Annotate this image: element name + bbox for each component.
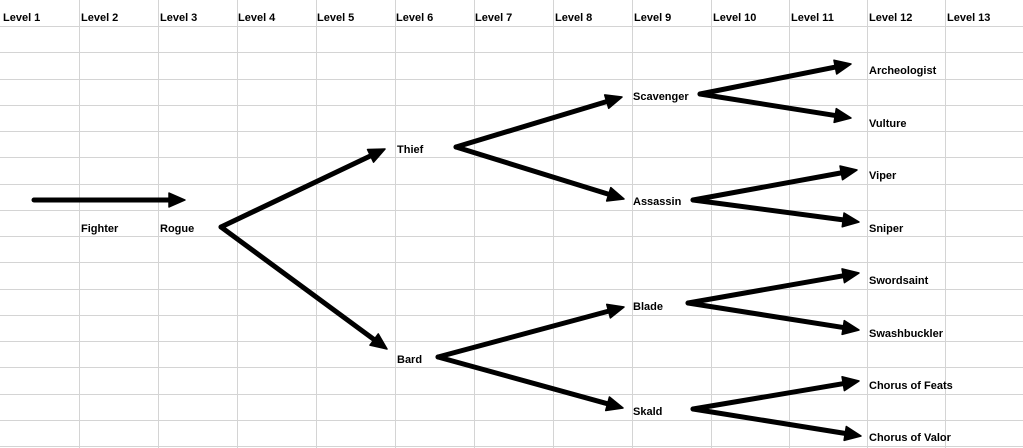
- node-bard: Bard: [397, 354, 423, 366]
- node-chorus-of-valor: Chorus of Valor: [869, 432, 951, 444]
- node-chorus-of-feats: Chorus of Feats: [869, 380, 953, 392]
- node-scavenger: Scavenger: [633, 91, 689, 103]
- node-viper: Viper: [869, 170, 897, 182]
- column-header-level-3: Level 3: [160, 12, 198, 24]
- column-header-level-13: Level 13: [947, 12, 991, 24]
- node-blade: Blade: [633, 301, 663, 313]
- column-header-level-2: Level 2: [81, 12, 119, 24]
- node-swordsaint: Swordsaint: [869, 275, 929, 287]
- node-assassin: Assassin: [633, 196, 682, 208]
- node-thief: Thief: [397, 144, 424, 156]
- column-header-level-7: Level 7: [475, 12, 513, 24]
- column-header-level-10: Level 10: [713, 12, 757, 24]
- column-header-level-11: Level 11: [791, 12, 834, 24]
- node-rogue: Rogue: [160, 223, 195, 235]
- node-skald: Skald: [633, 406, 663, 418]
- column-header-level-5: Level 5: [317, 12, 355, 24]
- column-header-level-4: Level 4: [238, 12, 276, 24]
- column-header-level-1: Level 1: [3, 12, 41, 24]
- node-sniper: Sniper: [869, 223, 904, 235]
- column-header-level-6: Level 6: [396, 12, 434, 24]
- node-vulture: Vulture: [869, 118, 907, 130]
- node-swashbuckler: Swashbuckler: [869, 328, 943, 340]
- column-header-level-12: Level 12: [869, 12, 913, 24]
- node-fighter: Fighter: [81, 223, 119, 235]
- node-archeologist: Archeologist: [869, 65, 937, 77]
- column-header-level-9: Level 9: [634, 12, 672, 24]
- column-header-level-8: Level 8: [555, 12, 593, 24]
